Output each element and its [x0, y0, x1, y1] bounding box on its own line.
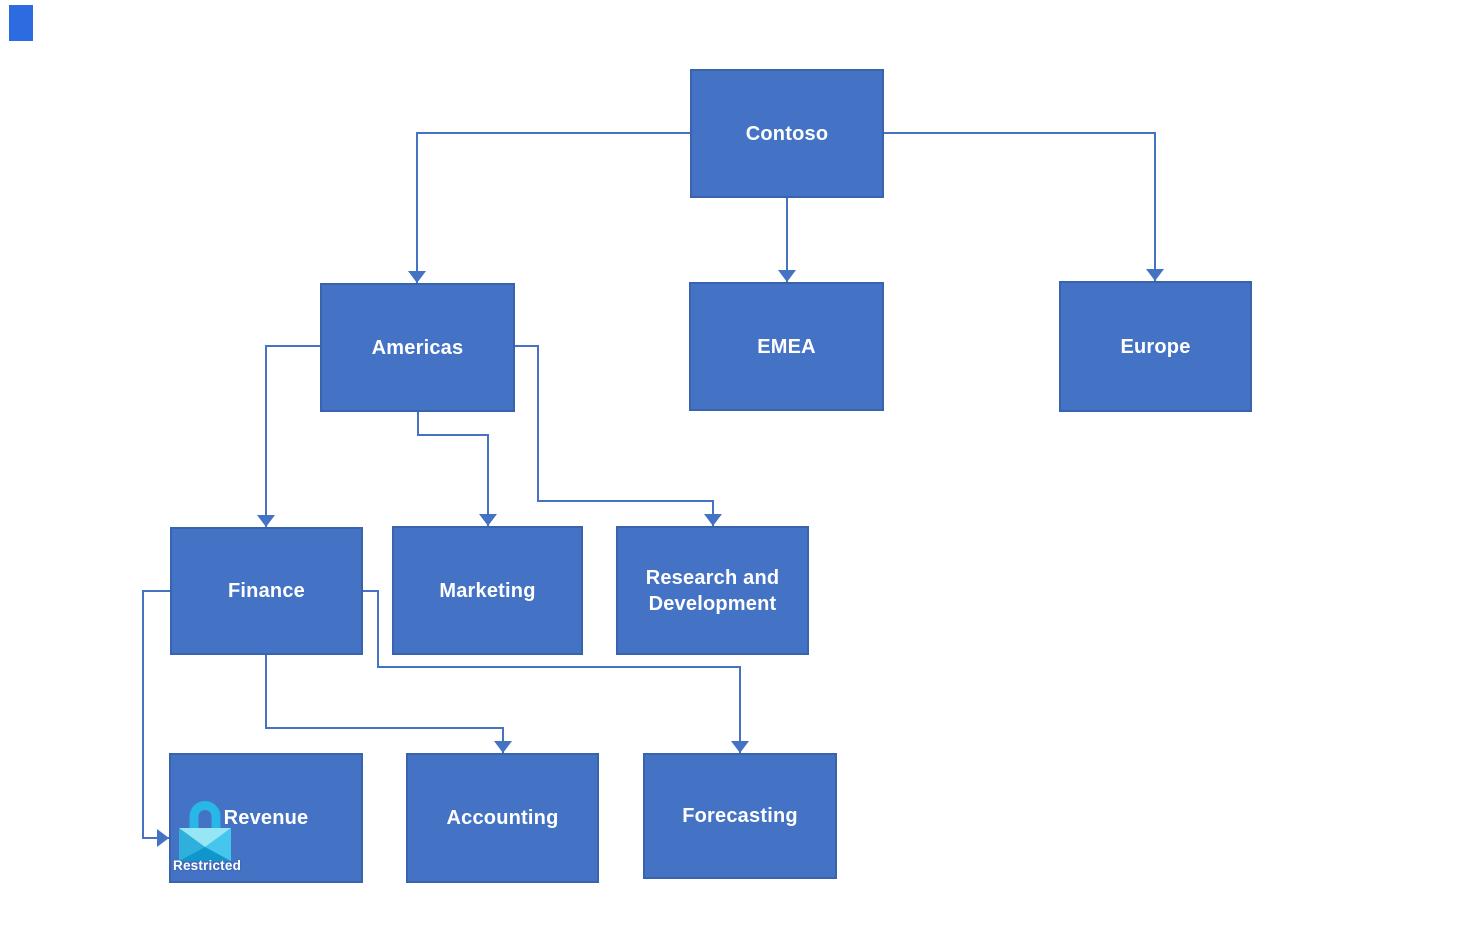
org-node-marketing[interactable]: Marketing: [392, 526, 583, 655]
connector-contoso-europe: [884, 132, 1164, 281]
connector-americas-marketing: [417, 412, 497, 526]
org-node-accounting[interactable]: Accounting: [406, 753, 599, 883]
org-node-label: Finance: [228, 580, 305, 602]
org-node-forecasting[interactable]: Forecasting: [643, 753, 837, 879]
connector-contoso-americas: [408, 132, 690, 283]
org-node-label: EMEA: [757, 335, 816, 358]
arrowhead-icon: [731, 741, 749, 753]
arrowhead-icon: [494, 741, 512, 753]
connector-finance-accounting: [265, 655, 512, 753]
org-node-research-and-development[interactable]: Research and Development: [616, 526, 809, 655]
arrowhead-icon: [778, 270, 796, 282]
arrowhead-icon: [704, 514, 722, 526]
org-node-label: Forecasting: [682, 805, 798, 827]
org-node-finance[interactable]: Finance: [170, 527, 363, 655]
org-node-label: Contoso: [745, 122, 829, 145]
org-node-emea[interactable]: EMEA: [689, 282, 884, 411]
connector-americas-finance: [257, 345, 320, 527]
arrowhead-icon: [408, 271, 426, 283]
arrowhead-icon: [257, 515, 275, 527]
connector-contoso-emea: [778, 198, 796, 282]
corner-mark: [9, 5, 33, 41]
org-node-europe[interactable]: Europe: [1059, 281, 1252, 412]
org-node-label: Accounting: [446, 807, 559, 829]
restricted-sensitivity-badge: Restricted: [173, 858, 242, 874]
org-node-contoso[interactable]: Contoso: [690, 69, 884, 198]
arrowhead-icon: [479, 514, 497, 526]
org-node-label: Americas: [371, 336, 464, 359]
connector-finance-revenue: [142, 590, 170, 847]
arrowhead-icon: [1146, 269, 1164, 281]
org-node-label: Europe: [1120, 335, 1191, 358]
lock-icon: [179, 801, 231, 861]
org-node-americas[interactable]: Americas: [320, 283, 515, 412]
org-node-label: Marketing: [439, 579, 536, 602]
org-node-label: Revenue: [223, 807, 309, 829]
arrowhead-icon: [157, 829, 169, 847]
org-node-label: Research and Development: [645, 566, 780, 615]
